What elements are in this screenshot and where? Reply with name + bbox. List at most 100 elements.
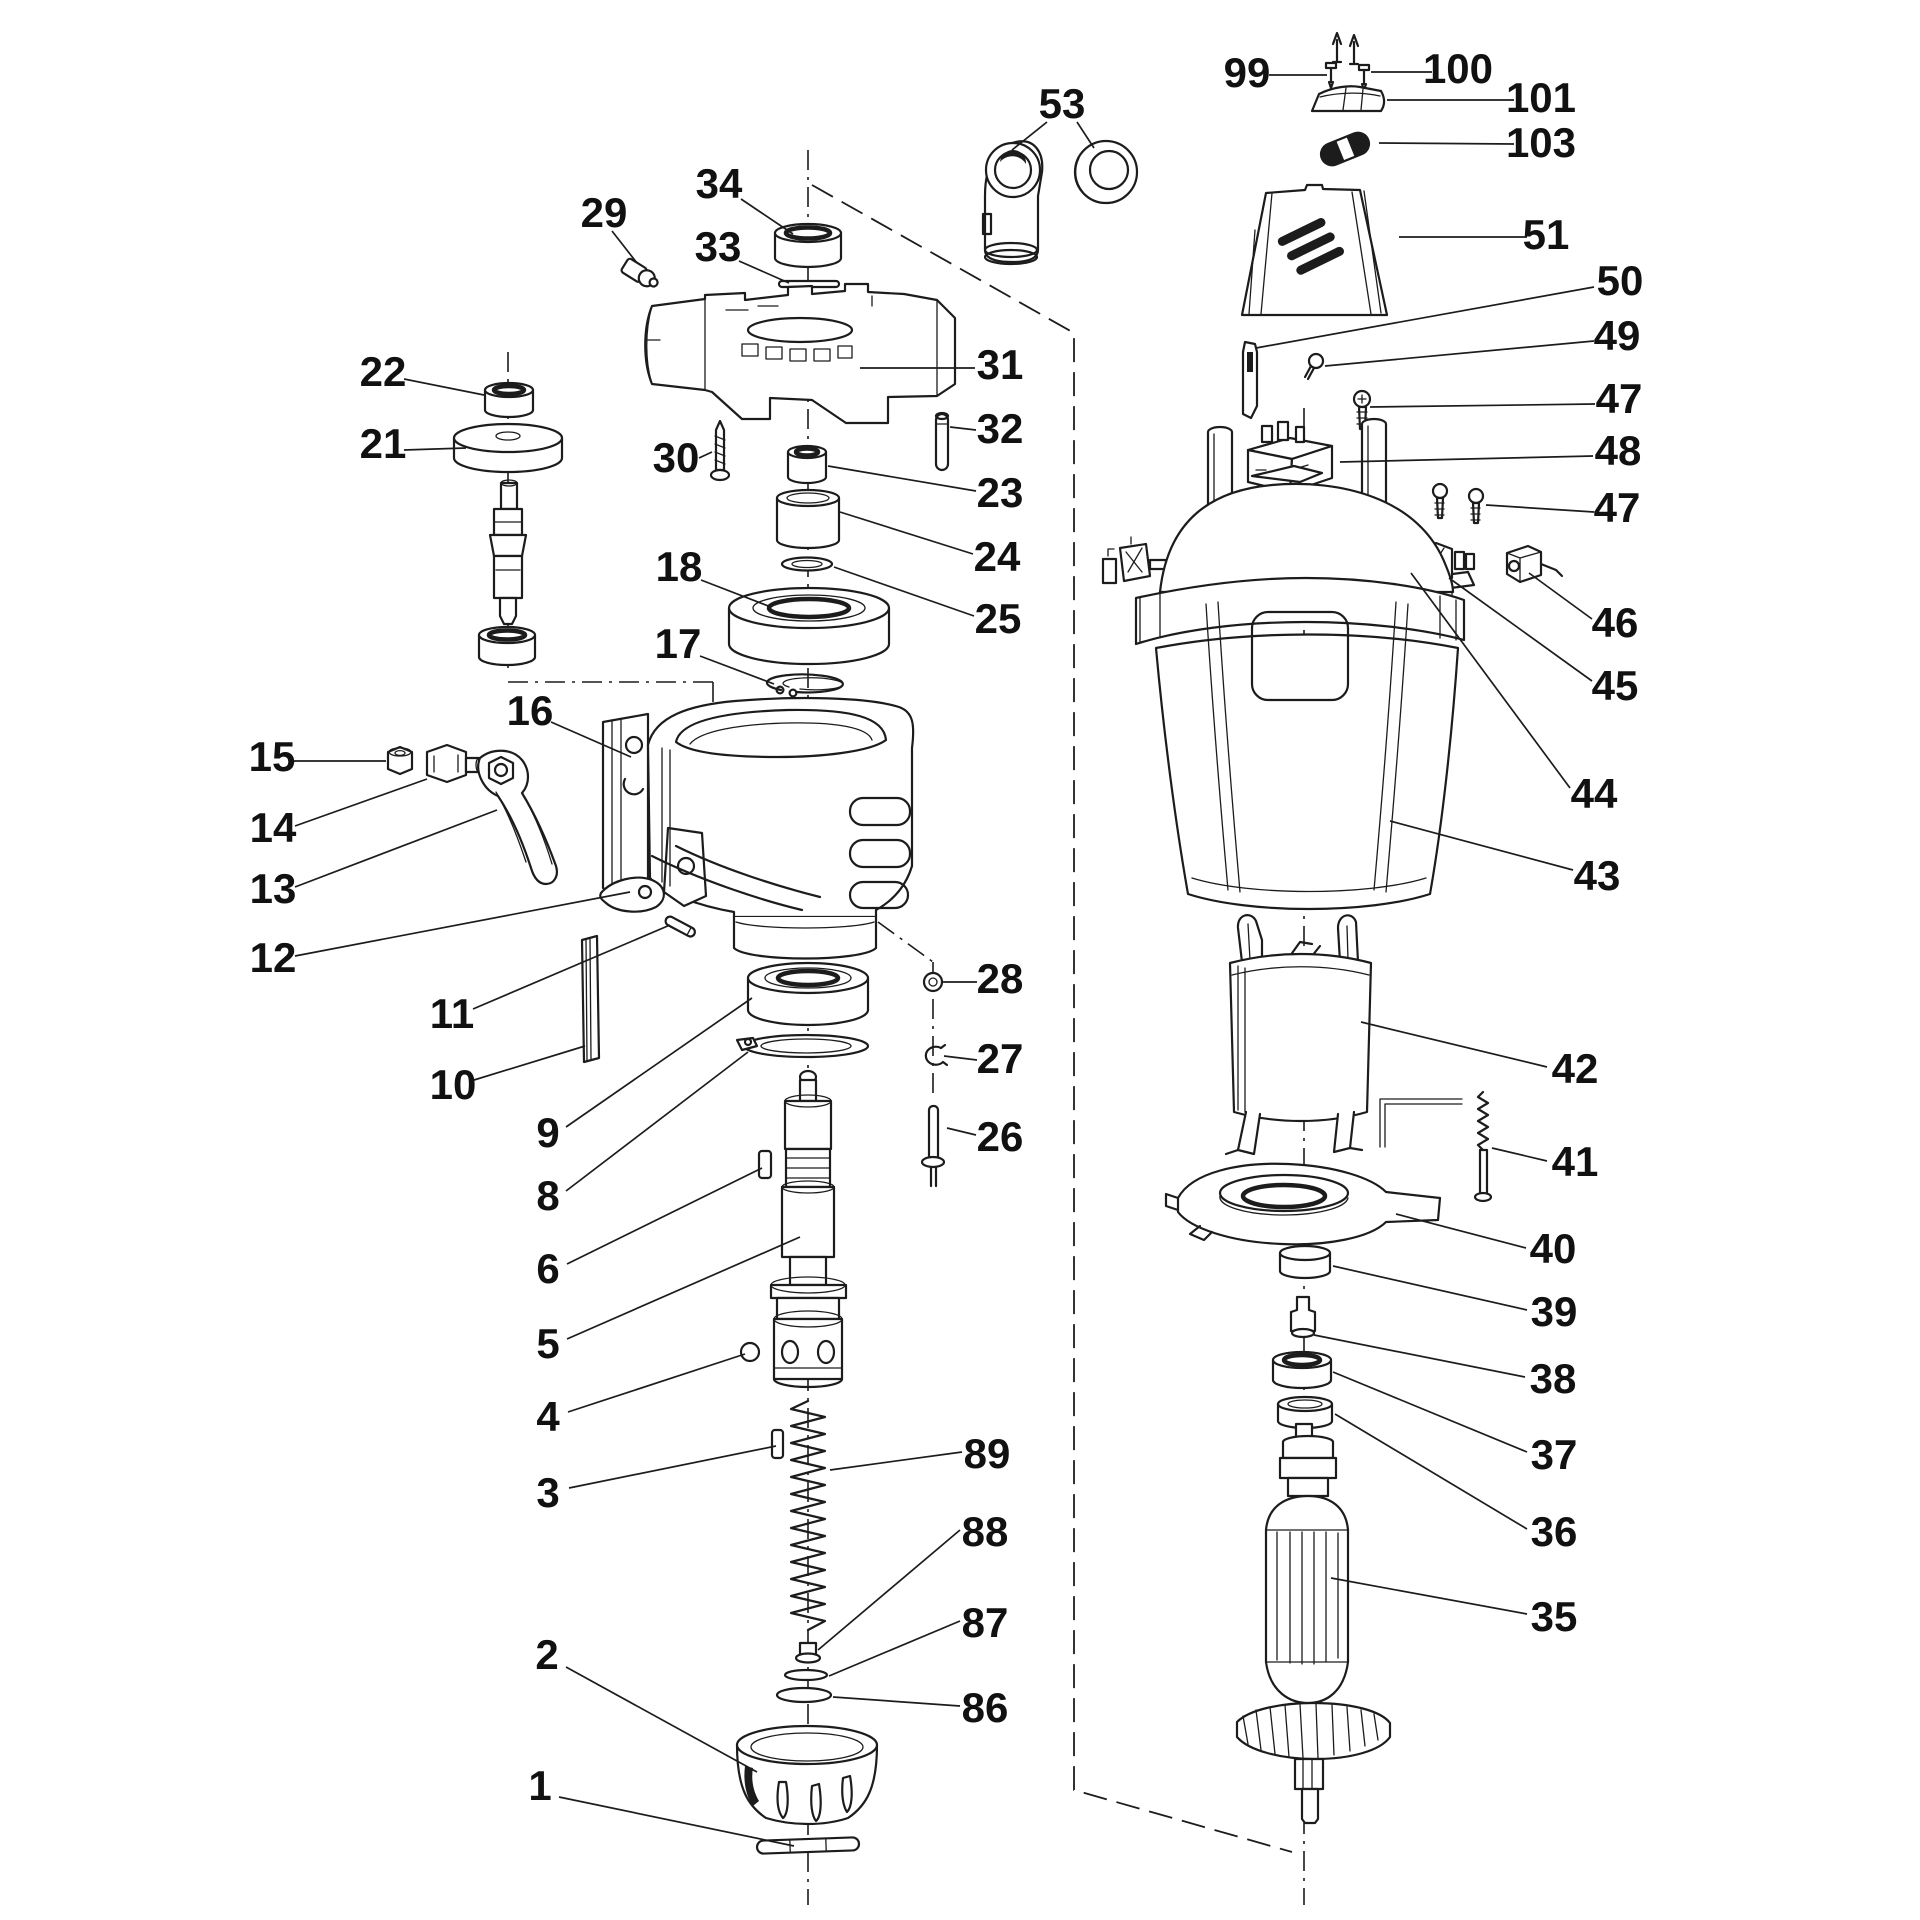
part-10-strip-drawing <box>580 934 601 1064</box>
part-label-14: 14 <box>250 804 297 851</box>
part-label-4: 4 <box>536 1393 560 1440</box>
part-13-clamp-lever-drawing <box>477 749 558 886</box>
part-15-nut-drawing <box>386 745 414 776</box>
part-47-screw-a-drawing <box>1352 389 1372 431</box>
part-label-1: 1 <box>528 1762 551 1809</box>
part-38-stub-pin-drawing <box>1289 1295 1317 1339</box>
leader-line-6 <box>566 1167 763 1265</box>
part-53-ring-nut-drawing <box>1073 139 1139 205</box>
leader-line-14 <box>294 778 428 827</box>
part-label-46: 46 <box>1592 599 1639 646</box>
leader-line-1 <box>558 1796 795 1847</box>
part-11-pin-drawing <box>664 915 696 938</box>
section-divider <box>811 184 1293 1853</box>
leader-line-16 <box>550 721 632 758</box>
part-label-45: 45 <box>1592 662 1639 709</box>
leader-line-32 <box>949 426 977 431</box>
part-31-gear-housing-drawing <box>644 282 957 425</box>
leader-line-42 <box>1360 1021 1548 1068</box>
part-19-bearing-drawing <box>477 625 537 667</box>
part-87-washer-drawing <box>783 1668 829 1682</box>
part-label-10: 10 <box>430 1061 477 1108</box>
leader-line-86 <box>832 1696 961 1707</box>
part-label-43: 43 <box>1574 852 1621 899</box>
part-8-snap-washer-drawing <box>735 1033 870 1059</box>
part-26-pin-drawing <box>920 1104 946 1188</box>
leader-line-37 <box>1332 1371 1528 1453</box>
leader-line-4 <box>567 1353 746 1413</box>
part-label-9: 9 <box>536 1109 559 1156</box>
leader-line-49 <box>1324 340 1595 367</box>
part-label-41: 41 <box>1552 1138 1599 1185</box>
part-label-30: 30 <box>653 434 700 481</box>
leader-line-24 <box>839 511 974 555</box>
leader-line-2 <box>565 1666 758 1773</box>
part-18-bearing-drawing <box>727 586 891 666</box>
switch-module-left-drawing <box>1101 536 1168 585</box>
part-label-87: 87 <box>962 1599 1009 1646</box>
leader-line-46 <box>1528 572 1593 620</box>
part-86-oring-drawing <box>775 1686 833 1704</box>
part-label-35: 35 <box>1531 1593 1578 1640</box>
leader-line-47 <box>1485 504 1595 513</box>
leader-line-5 <box>566 1236 801 1340</box>
part-label-50: 50 <box>1597 257 1644 304</box>
part-37-bearing-drawing <box>1271 1350 1333 1390</box>
leader-line-41 <box>1491 1147 1548 1162</box>
part-30-screw-drawing <box>709 419 731 482</box>
part-49-plug-drawing <box>1303 352 1325 381</box>
part-20-spindle-shaft-drawing <box>488 479 528 626</box>
part-101-cover-drawing <box>1310 85 1386 113</box>
leader-line-10 <box>473 1045 586 1081</box>
leader-line-45 <box>1448 577 1593 682</box>
leader-line-87 <box>828 1620 961 1677</box>
leader-line-33 <box>738 260 790 284</box>
part-label-24: 24 <box>974 533 1021 580</box>
part-label-32: 32 <box>977 405 1024 452</box>
part-17-snap-ring-drawing <box>765 673 844 698</box>
leader-line-26 <box>946 1127 977 1136</box>
part-3-key-drawing <box>770 1428 785 1460</box>
part-label-47: 47 <box>1594 484 1641 531</box>
part-label-15: 15 <box>249 733 296 780</box>
part-41-long-screw-drawing <box>1379 1090 1493 1203</box>
part-label-99: 99 <box>1224 49 1271 96</box>
part-16-motor-housing-drawing <box>601 696 915 960</box>
part-label-44: 44 <box>1571 770 1618 817</box>
part-1-pin-drawing <box>755 1836 861 1855</box>
part-label-13: 13 <box>250 865 297 912</box>
part-28-washer-drawing <box>922 971 944 993</box>
part-35-armature-drawing <box>1235 1422 1392 1825</box>
leader-line-39 <box>1332 1265 1528 1311</box>
part-12-lever-link-drawing <box>599 876 665 913</box>
part-6-key-drawing <box>757 1149 773 1180</box>
part-39-felt-ring-drawing <box>1278 1244 1332 1280</box>
part-label-42: 42 <box>1552 1045 1599 1092</box>
part-42-field-stator-drawing <box>1224 914 1373 1156</box>
part-label-48: 48 <box>1595 427 1642 474</box>
leader-line-8 <box>565 1051 749 1192</box>
part-36-bearing-drawing <box>1276 1395 1334 1430</box>
part-label-2: 2 <box>535 1631 558 1678</box>
part-label-37: 37 <box>1531 1431 1578 1478</box>
part-21-fan-disc-drawing <box>452 422 564 474</box>
part-label-17: 17 <box>655 620 702 667</box>
part-25-washer-drawing <box>780 556 834 572</box>
part-99-100-screws-drawing <box>1324 31 1371 92</box>
part-51-top-cover-drawing <box>1240 183 1389 317</box>
part-label-21: 21 <box>360 420 407 467</box>
part-label-39: 39 <box>1531 1288 1578 1335</box>
part-label-47: 47 <box>1596 375 1643 422</box>
leader-line-3 <box>568 1445 777 1489</box>
leader-line-9 <box>565 997 753 1128</box>
part-label-31: 31 <box>977 341 1024 388</box>
part-label-36: 36 <box>1531 1508 1578 1555</box>
part-label-53: 53 <box>1039 80 1086 127</box>
part-label-86: 86 <box>962 1684 1009 1731</box>
leader-line-22 <box>403 378 485 396</box>
part-label-3: 3 <box>536 1469 559 1516</box>
leader-line-50 <box>1255 286 1595 349</box>
part-label-22: 22 <box>360 348 407 395</box>
